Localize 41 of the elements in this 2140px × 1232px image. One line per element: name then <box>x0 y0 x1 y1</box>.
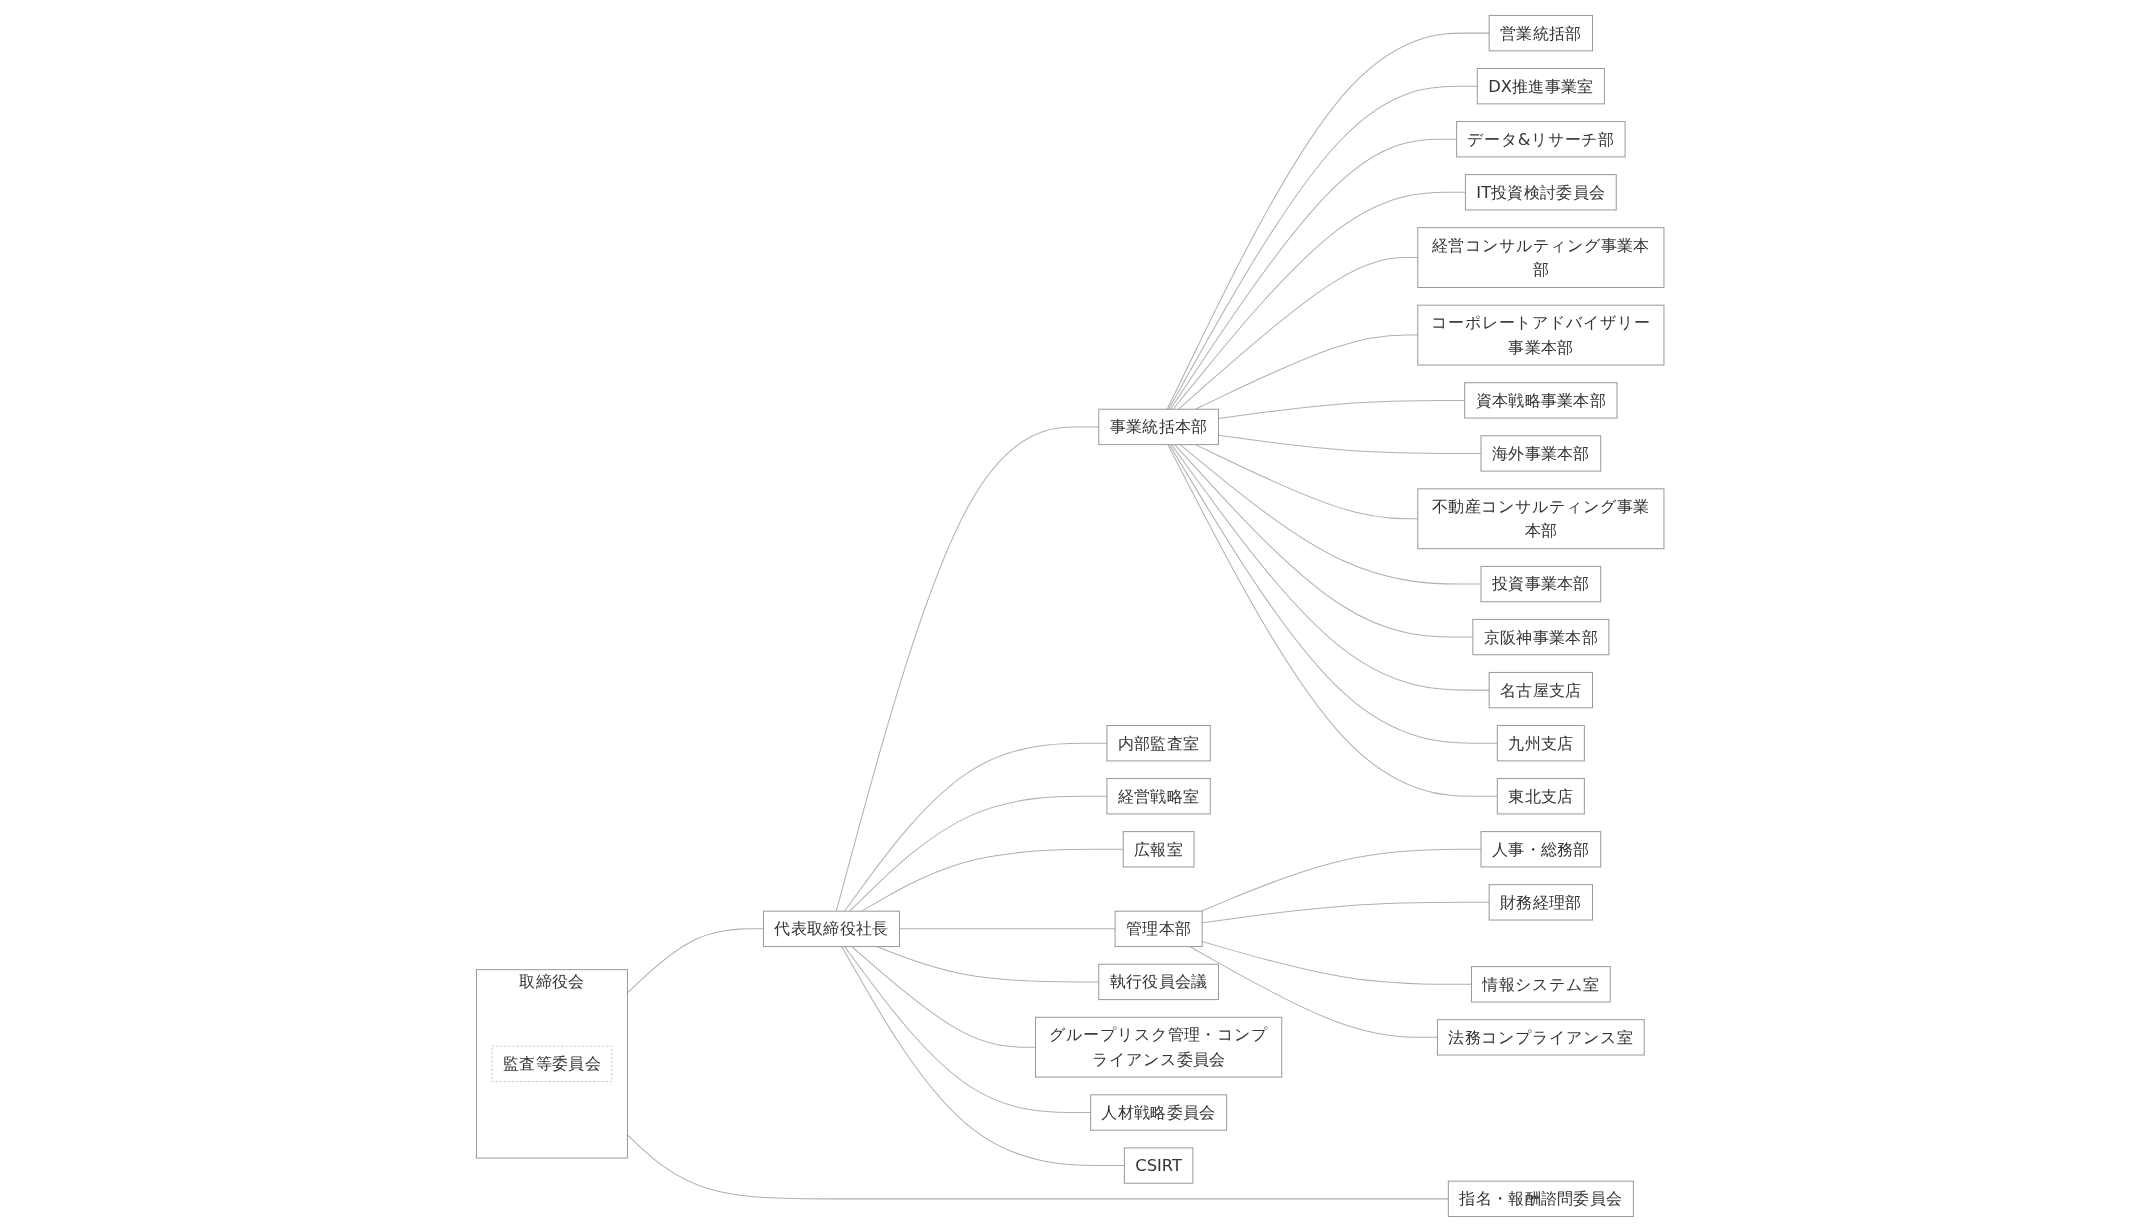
node-box: 経営コンサルティング事業本部 <box>1417 227 1665 288</box>
node-box: 海外事業本部 <box>1480 435 1601 472</box>
node-box: DX推進事業室 <box>1476 67 1605 105</box>
node-box: 管理本部 <box>1114 910 1203 948</box>
node-box: IT投資検討委員会 <box>1464 174 1617 211</box>
connector <box>851 946 1036 1048</box>
node-box: コーポレートアドバイザリー事業本部 <box>1417 304 1665 366</box>
node-box: 営業統括部 <box>1488 14 1593 52</box>
connector <box>1167 444 1498 797</box>
node-box: 京阪神事業本部 <box>1472 618 1610 656</box>
node-box: CSIRT <box>1123 1147 1194 1184</box>
node-box: 内部監査室 <box>1106 725 1211 762</box>
node-box: 九州支店 <box>1496 725 1585 762</box>
node-box: 名古屋支店 <box>1488 671 1593 709</box>
node-box: 代表取締役社長 <box>762 910 900 948</box>
node-box: データ&リサーチ部 <box>1455 121 1626 158</box>
node-box: 情報システム室 <box>1470 966 1611 1003</box>
connector <box>1201 940 1472 985</box>
connector <box>1167 85 1478 410</box>
node-box: 財務経理部 <box>1488 884 1593 921</box>
node-box: 人事・総務部 <box>1480 831 1601 868</box>
connector <box>1169 138 1457 410</box>
connector <box>1172 191 1466 410</box>
node-box: 指名・報酬諮問委員会 <box>1447 1180 1634 1218</box>
node-box: 東北支店 <box>1496 778 1585 815</box>
connector <box>1168 444 1498 744</box>
node-box: グループリスク管理・コンプライアンス委員会 <box>1034 1016 1282 1078</box>
node-box: 投資事業本部 <box>1480 565 1601 603</box>
node-box: 法務コンプライアンス室 <box>1436 1019 1645 1056</box>
node-box: 資本戦略事業本部 <box>1463 382 1618 419</box>
connector <box>840 946 1125 1167</box>
node-box: 執行役員会議 <box>1098 963 1219 1001</box>
node-box: 人材戦略委員会 <box>1089 1094 1227 1131</box>
node-box: 経営戦略室 <box>1106 778 1211 815</box>
connector <box>861 848 1124 912</box>
connector <box>843 946 1091 1113</box>
connector <box>1189 946 1438 1038</box>
node-box: 事業統括本部 <box>1098 408 1219 446</box>
node-box: 不動産コンサルティング事業本部 <box>1417 488 1665 550</box>
node-box: 広報室 <box>1122 831 1195 868</box>
node-box: 監査等委員会 <box>491 1045 612 1082</box>
